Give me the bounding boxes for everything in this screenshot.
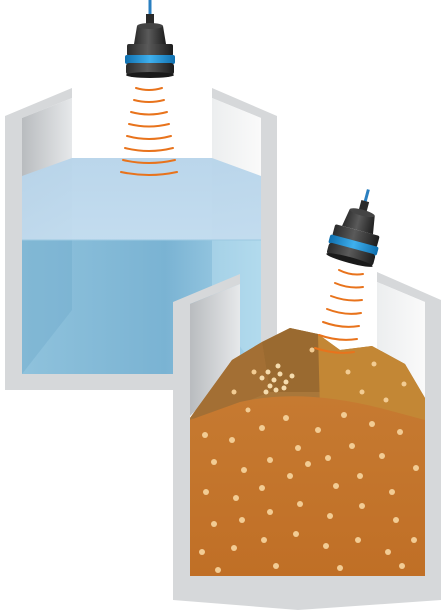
bulk-heap-shadow bbox=[262, 328, 322, 392]
ultrasonic-sensor-icon bbox=[125, 0, 175, 78]
ultrasonic-sensor-icon bbox=[325, 183, 393, 269]
bulk-body bbox=[190, 396, 425, 576]
bulk-tank bbox=[173, 272, 441, 610]
